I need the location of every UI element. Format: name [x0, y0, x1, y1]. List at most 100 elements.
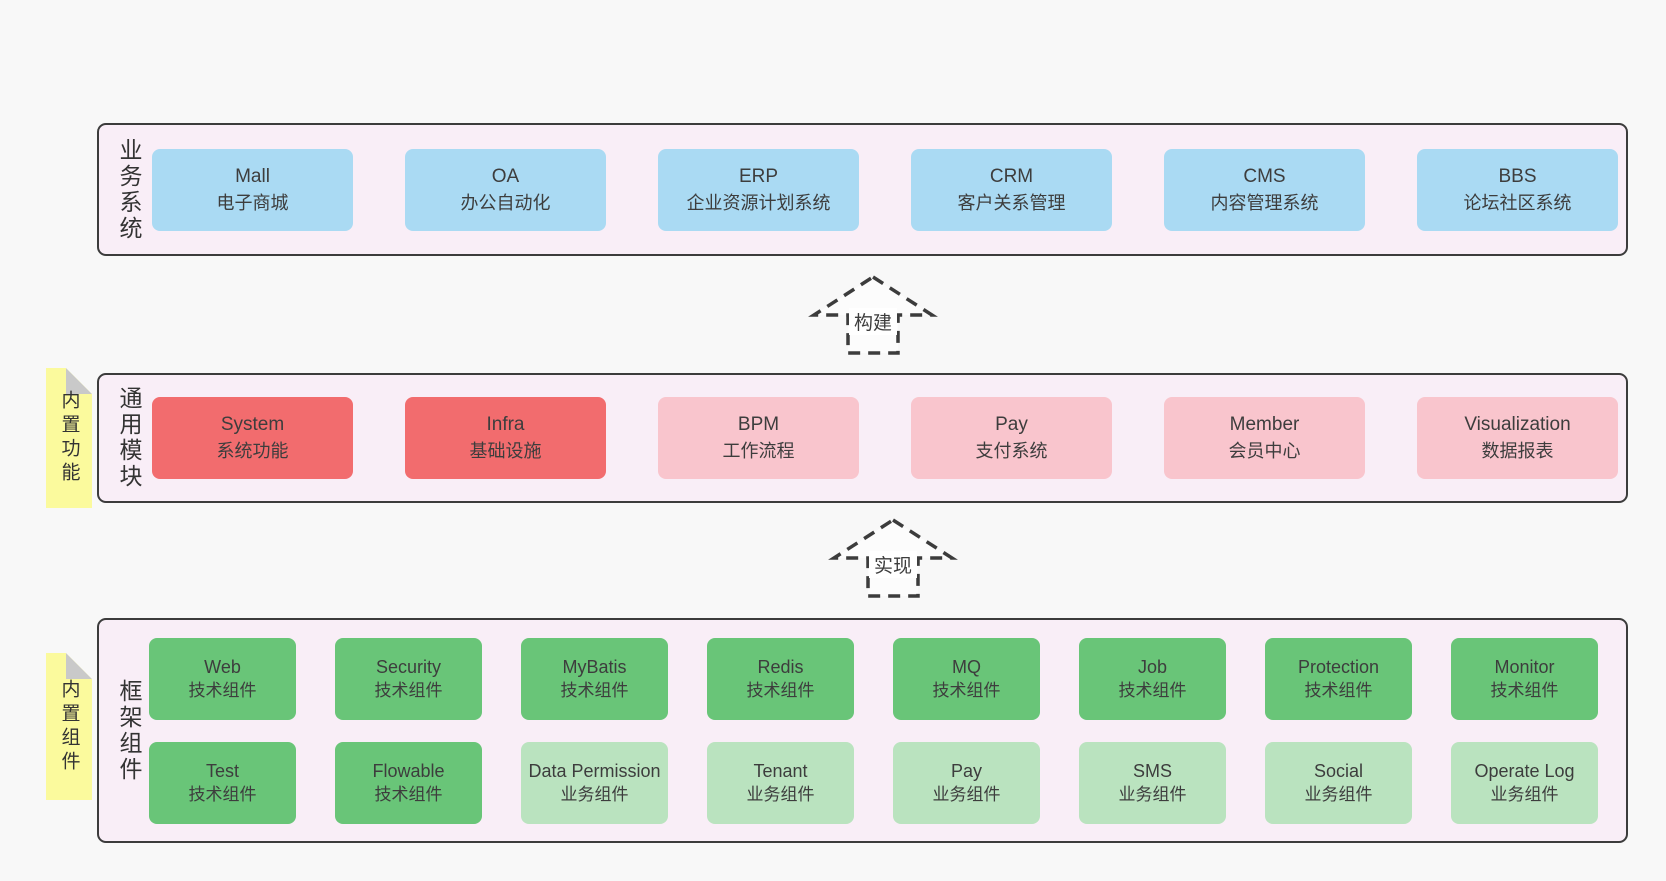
- box-title: CMS: [1243, 165, 1286, 187]
- box-mybatis: MyBatis 技术组件: [521, 637, 668, 720]
- layer-label-components: 框架组件: [116, 678, 142, 783]
- box-job: Job 技术组件: [1079, 637, 1226, 720]
- box-title: Flowable: [372, 760, 445, 781]
- box-subtitle: 技术组件: [746, 680, 815, 700]
- box-title: OA: [491, 165, 520, 187]
- box-title: Web: [204, 656, 241, 677]
- box-system: System 系统功能: [152, 397, 353, 479]
- box-subtitle: 电子商城: [216, 192, 289, 213]
- components-box-row-2: Test 技术组件 Flowable 技术组件 Data Permission …: [99, 741, 1598, 824]
- box-flowable: Flowable 技术组件: [335, 741, 482, 824]
- box-title: Visualization: [1464, 414, 1571, 435]
- box-title: MQ: [952, 656, 981, 677]
- box-subtitle: 系统功能: [216, 441, 289, 461]
- box-subtitle: 支付系统: [975, 441, 1048, 461]
- box-subtitle: 业务组件: [1490, 784, 1559, 804]
- modules-box-row: System 系统功能 Infra 基础设施 BPM 工作流程 Pay 支付系统…: [99, 397, 1618, 479]
- box-title: MyBatis: [562, 656, 627, 677]
- box-infra: Infra 基础设施: [405, 397, 606, 479]
- box-subtitle: 企业资源计划系统: [686, 192, 831, 213]
- box-title: Security: [375, 656, 442, 677]
- layer-business-systems: 业务系统 Mall 电子商城 OA 办公自动化 ERP 企业资源计划系统 CRM…: [97, 123, 1628, 256]
- box-title: Monitor: [1494, 656, 1555, 677]
- box-subtitle: 业务组件: [932, 784, 1001, 804]
- box-subtitle: 业务组件: [560, 784, 629, 804]
- layer-label-modules: 通用模块: [116, 386, 142, 490]
- arrow-implement-label: 实现: [868, 551, 918, 578]
- box-data-permission: Data Permission 业务组件: [521, 741, 668, 824]
- components-box-row-1: Web 技术组件 Security 技术组件 MyBatis 技术组件 Redi…: [99, 637, 1598, 720]
- box-monitor: Monitor 技术组件: [1451, 637, 1598, 720]
- box-title: Data Permission: [528, 760, 661, 781]
- box-subtitle: 技术组件: [188, 784, 257, 804]
- box-subtitle: 会员中心: [1228, 441, 1301, 461]
- box-sms: SMS 业务组件: [1079, 741, 1226, 824]
- box-subtitle: 技术组件: [188, 680, 257, 700]
- box-title: Redis: [757, 656, 804, 677]
- sticky-note-built-in-functions: 内置功能: [46, 368, 92, 508]
- box-redis: Redis 技术组件: [707, 637, 854, 720]
- box-subtitle: 技术组件: [1118, 680, 1187, 700]
- box-erp: ERP 企业资源计划系统: [658, 148, 859, 231]
- box-visualization: Visualization 数据报表: [1417, 397, 1618, 479]
- box-cms: CMS 内容管理系统: [1164, 148, 1365, 231]
- box-subtitle: 技术组件: [374, 784, 443, 804]
- box-subtitle: 技术组件: [1304, 680, 1373, 700]
- box-social: Social 业务组件: [1265, 741, 1412, 824]
- box-subtitle: 客户关系管理: [957, 192, 1066, 213]
- layer-framework-components: 框架组件 Web 技术组件 Security 技术组件 MyBatis 技术组件…: [97, 618, 1628, 843]
- layer-label-business: 业务系统: [116, 137, 142, 242]
- box-title: Pay: [950, 760, 983, 781]
- box-subtitle: 技术组件: [374, 680, 443, 700]
- box-title: Member: [1229, 414, 1300, 435]
- box-title: Mall: [235, 165, 270, 187]
- box-bpm: BPM 工作流程: [658, 397, 859, 479]
- box-subtitle: 技术组件: [932, 680, 1001, 700]
- box-title: System: [220, 414, 285, 435]
- box-member: Member 会员中心: [1164, 397, 1365, 479]
- box-title: Social: [1313, 760, 1364, 781]
- box-pay-module: Pay 支付系统: [911, 397, 1112, 479]
- box-title: Test: [205, 760, 239, 781]
- box-title: ERP: [738, 165, 779, 187]
- box-title: Infra: [486, 414, 525, 435]
- box-crm: CRM 客户关系管理: [911, 148, 1112, 231]
- box-subtitle: 办公自动化: [460, 192, 551, 213]
- box-oa: OA 办公自动化: [405, 148, 606, 231]
- box-title: Operate Log: [1474, 760, 1575, 781]
- box-operate-log: Operate Log 业务组件: [1451, 741, 1598, 824]
- box-title: Job: [1137, 656, 1168, 677]
- box-subtitle: 技术组件: [1490, 680, 1559, 700]
- box-title: Protection: [1297, 656, 1380, 677]
- box-title: CRM: [989, 165, 1034, 187]
- box-title: Pay: [995, 414, 1028, 435]
- folded-corner-icon: [66, 653, 92, 679]
- box-test: Test 技术组件: [149, 741, 296, 824]
- box-subtitle: 技术组件: [560, 680, 629, 700]
- box-subtitle: 论坛社区系统: [1463, 192, 1572, 213]
- sticky-note-built-in-components: 内置组件: [46, 653, 92, 800]
- box-web: Web 技术组件: [149, 637, 296, 720]
- box-tenant: Tenant 业务组件: [707, 741, 854, 824]
- box-subtitle: 工作流程: [722, 441, 795, 461]
- box-protection: Protection 技术组件: [1265, 637, 1412, 720]
- note-text: 内置功能: [58, 390, 80, 486]
- layer-common-modules: 通用模块 System 系统功能 Infra 基础设施 BPM 工作流程 Pay…: [97, 373, 1628, 503]
- box-mall: Mall 电子商城: [152, 148, 353, 231]
- arrow-build-label: 构建: [848, 308, 898, 335]
- box-pay-component: Pay 业务组件: [893, 741, 1040, 824]
- box-title: BPM: [737, 414, 780, 435]
- box-subtitle: 业务组件: [1118, 784, 1187, 804]
- box-title: Tenant: [753, 760, 808, 781]
- box-title: BBS: [1498, 165, 1537, 187]
- box-subtitle: 业务组件: [1304, 784, 1373, 804]
- note-text: 内置组件: [58, 678, 80, 775]
- box-mq: MQ 技术组件: [893, 637, 1040, 720]
- box-subtitle: 数据报表: [1481, 441, 1554, 461]
- up-arrow-build-icon: 构建: [808, 274, 938, 355]
- box-bbs: BBS 论坛社区系统: [1417, 148, 1618, 231]
- box-subtitle: 内容管理系统: [1210, 192, 1319, 213]
- box-title: SMS: [1132, 760, 1172, 781]
- up-arrow-implement-icon: 实现: [828, 517, 958, 598]
- box-subtitle: 基础设施: [469, 441, 542, 461]
